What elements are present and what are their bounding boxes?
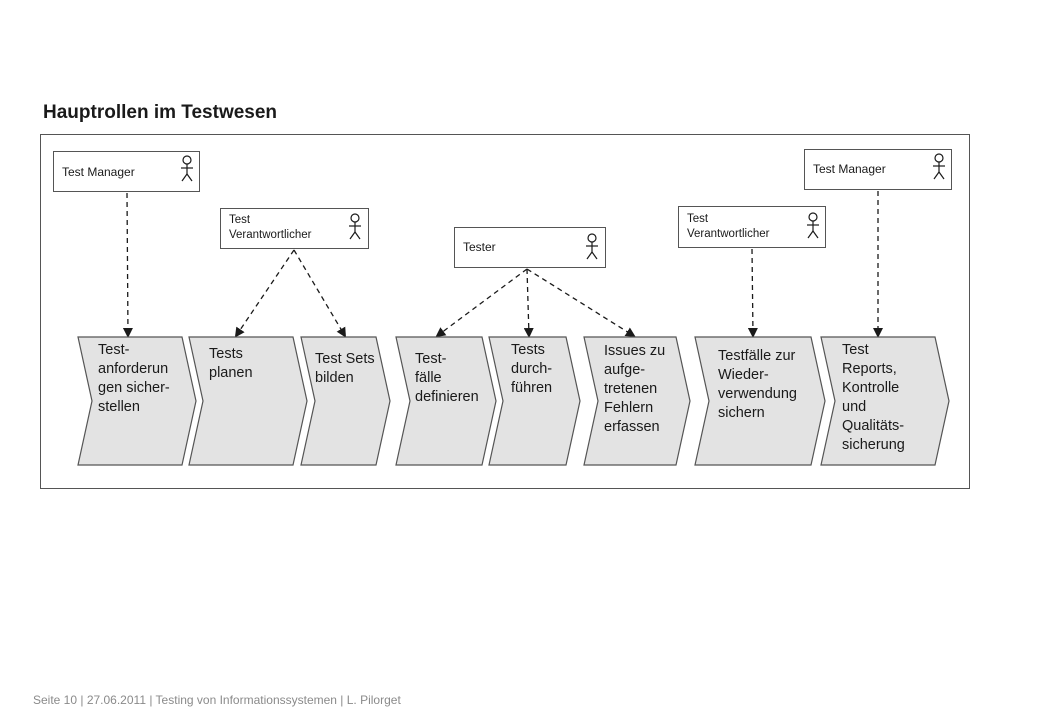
connector-arrow <box>435 268 528 338</box>
actor-icon <box>586 233 598 260</box>
role-box-test-manager-left: Test Manager <box>53 151 200 192</box>
diagram-frame <box>40 134 970 489</box>
process-step-label: Test Reports, Kontrolle und Qualitäts- s… <box>842 342 905 453</box>
process-step-label: Test Sets bilden <box>315 351 375 386</box>
role-label-line1: Test <box>229 214 251 226</box>
process-step-chevron <box>820 336 950 466</box>
process-step-label: Test- fälle definieren <box>415 351 479 405</box>
role-label-line2: Verantwortlicher <box>229 229 312 241</box>
process-step-chevron <box>583 336 691 466</box>
actor-icon <box>181 155 193 182</box>
role-box-test-manager-right: Test Manager <box>804 149 952 190</box>
role-label: Test Manager <box>62 165 135 179</box>
process-step-label: Testfälle zur Wieder- verwendung sichern <box>718 348 797 421</box>
process-step-label: Test- anforderun gen sicher- stellen <box>98 342 170 415</box>
role-box-verantwortlicher-right: Test Verantwortlicher <box>678 206 826 248</box>
role-box-tester: Tester <box>454 227 606 268</box>
process-step-label: Issues zu aufge- tretenen Fehlern erfass… <box>604 343 666 435</box>
connector-arrow <box>523 268 534 338</box>
connector-arrow <box>234 249 295 338</box>
role-label-line2: Verantwortlicher <box>687 228 770 240</box>
process-step-chevron <box>188 336 308 466</box>
process-step-label: Tests durch- führen <box>511 342 553 396</box>
process-step-chevron <box>300 336 391 466</box>
process-step-label: Tests planen <box>209 346 253 381</box>
role-label-line1: Test <box>687 213 709 225</box>
role-label: Tester <box>463 240 496 254</box>
role-box-verantwortlicher-left: Test Verantwortlicher <box>220 208 369 249</box>
connector-arrow <box>122 192 133 338</box>
process-step-chevron <box>488 336 581 466</box>
connector-arrow <box>293 249 347 338</box>
role-label: Test Manager <box>813 162 886 176</box>
process-step-chevron <box>395 336 497 466</box>
actor-icon <box>933 153 945 180</box>
connector-arrow <box>526 268 636 338</box>
actor-icon <box>807 212 819 239</box>
connector-arrow <box>747 248 758 338</box>
page-title: Hauptrollen im Testwesen <box>43 102 278 123</box>
page-footer: Seite 10 | 27.06.2011 | Testing von Info… <box>33 693 401 707</box>
process-step-chevron <box>694 336 826 466</box>
process-step-chevron <box>77 336 197 466</box>
actor-icon <box>349 213 361 240</box>
